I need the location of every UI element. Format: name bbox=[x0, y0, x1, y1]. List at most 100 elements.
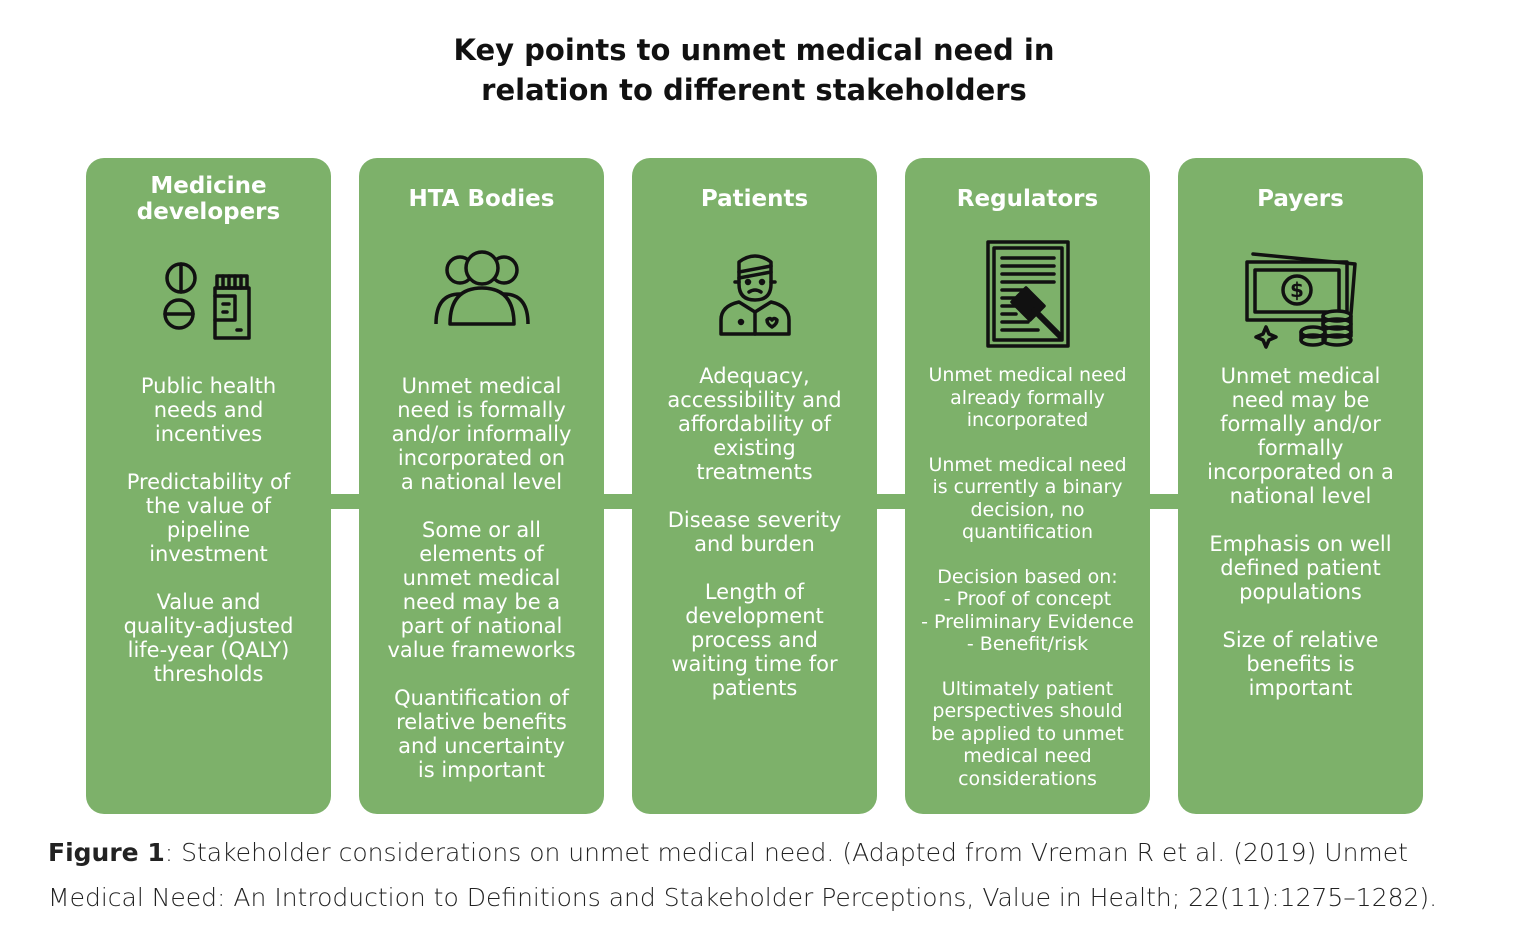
point-line: Value and bbox=[156, 590, 261, 614]
point-line: treatments bbox=[696, 460, 813, 484]
card-title-line: Regulators bbox=[956, 186, 1099, 212]
point-line: benefits is bbox=[1246, 652, 1355, 676]
points-list: Adequacy, accessibility and affordabilit… bbox=[642, 364, 867, 724]
point-line: affordability of bbox=[677, 412, 832, 436]
point: Size of relative benefits is important bbox=[1188, 628, 1413, 700]
point: Unmet medical need already formally inco… bbox=[915, 364, 1140, 432]
point: Ultimately patient perspectives should b… bbox=[915, 678, 1140, 791]
points-list: Unmet medical need already formally inco… bbox=[915, 364, 1140, 812]
point-line: defined patient bbox=[1220, 556, 1381, 580]
svg-text:$: $ bbox=[1290, 278, 1304, 302]
point-line: incorporated on bbox=[397, 446, 566, 470]
point: Length of development process and waitin… bbox=[642, 580, 867, 700]
point-line: Quantification of bbox=[394, 686, 569, 710]
caption-text-line-1: : Stakeholder considerations on unmet me… bbox=[164, 838, 1408, 867]
point-line: and uncertainty bbox=[398, 734, 565, 758]
point-line: incorporated bbox=[966, 409, 1089, 431]
point-line: value frameworks bbox=[387, 638, 576, 662]
point-line: Unmet medical need bbox=[928, 364, 1127, 386]
point: Unmet medical need is formally and/or in… bbox=[369, 374, 594, 494]
patient-icon bbox=[695, 238, 815, 358]
point-line: unmet medical bbox=[402, 566, 561, 590]
point-line: national level bbox=[1229, 484, 1372, 508]
point-line: Unmet medical bbox=[1220, 364, 1381, 388]
point-line: pipeline bbox=[166, 518, 251, 542]
point-line: be applied to unmet bbox=[931, 722, 1124, 745]
point: Unmet medical need may be formally and/o… bbox=[1188, 364, 1413, 508]
point-line: and/or informally bbox=[391, 422, 572, 446]
point-line: - Benefit/risk bbox=[966, 633, 1089, 655]
point-line: Adequacy, bbox=[699, 364, 810, 388]
point-line: Length of bbox=[704, 580, 805, 604]
point-line: Predictability of bbox=[126, 470, 291, 494]
point-line: needs and bbox=[153, 398, 264, 422]
card-title-line: HTA Bodies bbox=[408, 186, 555, 212]
point-line: Decision based on: bbox=[937, 565, 1118, 588]
point-line: formally bbox=[1257, 436, 1344, 460]
point-line: Ultimately patient bbox=[941, 677, 1114, 700]
point: Emphasis on well defined patient populat… bbox=[1188, 532, 1413, 604]
point-line: quality-adjusted bbox=[123, 614, 294, 638]
point-line: quantification bbox=[962, 521, 1093, 543]
point-line: Unmet medical bbox=[401, 374, 562, 398]
point-line: incentives bbox=[154, 422, 263, 446]
point: Value and quality-adjusted life-year (QA… bbox=[96, 590, 321, 686]
point-line: important bbox=[1248, 676, 1353, 700]
point-line: incorporated on a bbox=[1207, 460, 1394, 484]
money-and-coins-icon: $ bbox=[1241, 238, 1361, 358]
point-line: Size of relative bbox=[1222, 628, 1379, 652]
point-line: development bbox=[685, 604, 824, 628]
point-line: - Preliminary Evidence bbox=[921, 610, 1134, 633]
point-line: populations bbox=[1239, 580, 1362, 604]
card-title: Patients bbox=[632, 172, 877, 226]
point: Unmet medical need is currently a binary… bbox=[915, 454, 1140, 544]
point-line: thresholds bbox=[153, 662, 264, 686]
card-title-line: Medicine bbox=[150, 173, 267, 199]
title-line-1: Key points to unmet medical need in bbox=[453, 33, 1055, 67]
point-line: Public health bbox=[140, 374, 277, 398]
point-line: existing bbox=[713, 436, 796, 460]
point-line: Some or all bbox=[422, 518, 541, 542]
point-line: perspectives should bbox=[932, 700, 1123, 722]
point-line: - Proof of concept bbox=[943, 588, 1112, 610]
point: Quantification of relative benefits and … bbox=[369, 686, 594, 782]
point-line: process and bbox=[691, 628, 818, 652]
card-title: Payers bbox=[1178, 172, 1423, 226]
card-payers: Payers $ Unmet medical need may be forma… bbox=[1178, 158, 1423, 814]
point: Predictability of the value of pipeline … bbox=[96, 470, 321, 566]
point-line: is important bbox=[417, 758, 546, 782]
point: Public health needs and incentives bbox=[96, 374, 321, 446]
card-title: HTA Bodies bbox=[359, 172, 604, 226]
point: Disease severity and burden bbox=[642, 508, 867, 556]
point-line: formally and/or bbox=[1220, 412, 1381, 436]
points-list: Unmet medical need is formally and/or in… bbox=[369, 374, 594, 806]
point-line: waiting time for bbox=[671, 652, 838, 676]
point-line: Emphasis on well bbox=[1209, 532, 1392, 556]
point-line: elements of bbox=[419, 542, 544, 566]
point-line: accessibility and bbox=[667, 388, 842, 412]
card-title-line: Payers bbox=[1257, 186, 1344, 212]
point-line: the value of bbox=[145, 494, 272, 518]
caption-label: Figure 1 bbox=[48, 838, 165, 867]
title-line-2: relation to different stakeholders bbox=[481, 73, 1027, 107]
card-regulators: Regulators Unmet medical need already fo… bbox=[905, 158, 1150, 814]
figure-caption: Figure 1: Stakeholder considerations on … bbox=[48, 830, 1488, 920]
point-line: investment bbox=[149, 542, 268, 566]
card-medicine-developers: Medicine developers Public health needs … bbox=[86, 158, 331, 814]
group-of-people-icon bbox=[422, 238, 542, 358]
card-patients: Patients Adequacy, accessibility and aff… bbox=[632, 158, 877, 814]
card-title-line: Patients bbox=[700, 186, 809, 212]
document-with-gavel-icon bbox=[968, 238, 1088, 358]
point: Some or all elements of unmet medical ne… bbox=[369, 518, 594, 662]
point-line: Unmet medical need bbox=[928, 453, 1127, 476]
point-line: a national level bbox=[400, 470, 563, 494]
point-line: need is formally bbox=[397, 398, 566, 422]
point-line: medical need bbox=[963, 745, 1092, 767]
figure-title: Key points to unmet medical need in rela… bbox=[0, 30, 1508, 110]
point-line: and burden bbox=[694, 532, 815, 556]
point-line: is currently a binary bbox=[932, 476, 1123, 498]
card-title: Medicine developers bbox=[86, 172, 331, 226]
point-line: Disease severity bbox=[667, 508, 842, 532]
point-line: need may be bbox=[1231, 388, 1370, 412]
card-title: Regulators bbox=[905, 172, 1150, 226]
